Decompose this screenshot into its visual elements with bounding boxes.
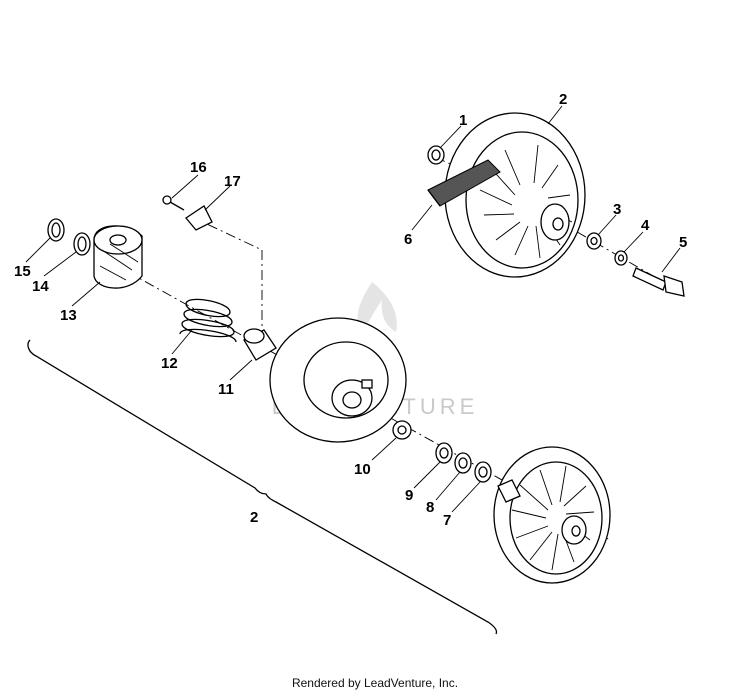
callout-9: 9 [405, 487, 413, 504]
part-cam-13 [93, 225, 143, 289]
part-bushing-11 [243, 328, 277, 361]
leader-lines [25, 105, 681, 513]
part-washer-8 [454, 452, 472, 474]
callout-15: 15 [14, 263, 31, 280]
callout-12: 12 [161, 355, 178, 372]
part-belt-6 [427, 159, 501, 207]
part-washer-7 [474, 461, 492, 483]
callout-17: 17 [224, 173, 241, 190]
callout-10: 10 [354, 461, 371, 478]
part-spring-12 [179, 298, 237, 343]
callout-2-bottom: 2 [250, 509, 258, 526]
part-washer-9 [435, 442, 453, 464]
footer-credit: Rendered by LeadVenture, Inc. [291, 676, 459, 690]
callout-13: 13 [60, 307, 77, 324]
callout-16: 16 [190, 159, 207, 176]
callout-6: 6 [404, 231, 412, 248]
callout-labels: 1 2 3 4 5 6 16 17 15 14 13 12 11 10 9 8 … [14, 91, 687, 529]
part-block-17 [185, 205, 213, 231]
part-bolt-5 [632, 267, 685, 297]
callout-8: 8 [426, 499, 434, 516]
callout-4: 4 [641, 217, 650, 234]
part-washer-3 [586, 232, 602, 250]
part-fixed-sheave [493, 446, 611, 584]
part-ring-14 [73, 232, 91, 256]
part-washer-4 [614, 250, 628, 266]
callout-1: 1 [459, 112, 467, 129]
callout-5: 5 [679, 234, 687, 251]
assembly-bracket [27, 339, 498, 635]
part-ring-15 [47, 218, 65, 242]
part-driven-clutch-top [444, 112, 586, 278]
part-driven-sheave [269, 317, 407, 443]
callout-14: 14 [32, 278, 49, 295]
part-washer-1 [427, 145, 445, 165]
part-bushing-10 [392, 420, 412, 440]
callout-7: 7 [443, 512, 451, 529]
callout-3: 3 [613, 201, 621, 218]
part-screw-16 [162, 195, 185, 211]
callout-2-top: 2 [559, 91, 567, 108]
callout-11: 11 [218, 381, 234, 398]
